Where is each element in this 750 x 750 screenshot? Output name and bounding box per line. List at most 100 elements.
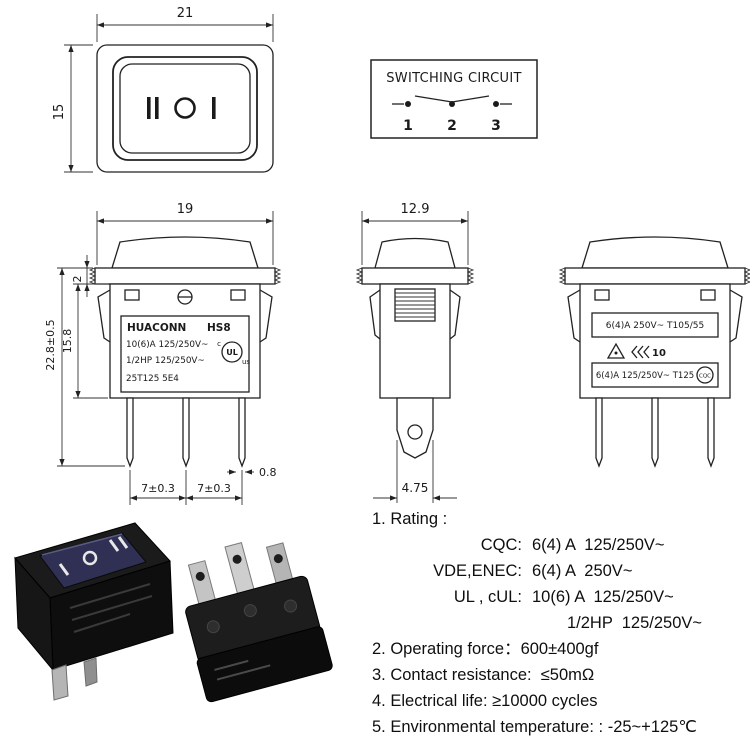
dim-body-15-8: 15.8 xyxy=(61,284,108,399)
svg-text:10: 10 xyxy=(652,348,666,359)
switching-circuit-diagram: SWITCHING CIRCUIT 1 2 3 xyxy=(370,59,538,139)
dim-terminal-4-75: 4.75 xyxy=(373,440,457,503)
spec-rating-row: UL , cUL: 10(6) A 125/250V~ xyxy=(372,584,748,610)
rating-value: 10(6) A 125/250V~ xyxy=(532,588,674,606)
snap-in-wings-back xyxy=(567,289,743,343)
rating-label xyxy=(372,610,522,636)
product-label: HUACONN HS8 10(6)A 125/250V~ 1/2HP 125/2… xyxy=(120,315,250,393)
spec-item-operating-force: 2. Operating force：600±400gf xyxy=(372,640,599,658)
dim-total-22-8: 22.8±0.5 xyxy=(44,268,125,467)
switch-top-face xyxy=(96,44,274,173)
circuit-contacts xyxy=(392,95,512,107)
dim-label-12-9: 12.9 xyxy=(401,202,430,217)
certification-label: 6(4)A 250V~ T105/55 10 6(4)A 125/250V~ T… xyxy=(591,312,719,388)
rocker-actuator-side xyxy=(374,237,456,269)
position-marking-I-icon xyxy=(212,97,216,119)
spec-item-electrical-life: 4. Electrical life: ≥10000 cycles xyxy=(372,692,598,710)
circuit-box xyxy=(370,59,538,139)
model-label: HS8 xyxy=(207,322,231,334)
switch-body-side xyxy=(379,283,451,399)
spec-item-environmental-temperature: 5. Environmental temperature: : -25~+125… xyxy=(372,718,697,736)
mounting-flange-back xyxy=(558,267,750,285)
rating-line-1: 10(6)A 125/250V~ xyxy=(126,340,208,350)
terminal-3-label: 3 xyxy=(491,118,501,134)
terminal-hole xyxy=(407,424,423,440)
snap-in-wings-side xyxy=(369,289,461,340)
spec-rating-row: VDE,ENEC: 6(4) A 250V~ xyxy=(372,558,748,584)
marking-O xyxy=(82,550,98,566)
dim-label-pitch-right: 7±0.3 xyxy=(197,482,231,495)
brand-label: HUACONN xyxy=(127,322,186,334)
svg-text:CQC: CQC xyxy=(699,374,711,380)
dim-width-19: 19 xyxy=(96,202,274,265)
rocker-actuator-back xyxy=(581,236,729,269)
front-view-drawing: 19 HUACONN HS8 10(6)A 125/250V~ 1/2H xyxy=(44,202,282,505)
side-view-drawing: 12.9 xyxy=(355,202,475,503)
product-photos xyxy=(14,522,333,703)
terminal-1-label: 1 xyxy=(403,118,413,134)
dim-label-pitch-left: 7±0.3 xyxy=(141,482,175,495)
rocker-actuator xyxy=(111,236,259,269)
dim-width-21: 21 xyxy=(96,6,274,42)
terminal-2-label: 2 xyxy=(447,118,457,134)
back-view-drawing: 6(4)A 250V~ T105/55 10 6(4)A 125/250V~ T… xyxy=(558,236,750,468)
rating-value: 6(4) A 250V~ xyxy=(532,562,633,580)
dim-label-15: 15 xyxy=(52,104,67,121)
photo-terminal-1 xyxy=(51,664,69,701)
cqc-certification-icon: CQC xyxy=(696,366,714,384)
terminal-slots xyxy=(124,289,246,305)
code-line: 25T125 5E4 xyxy=(126,374,179,384)
marking-II-a xyxy=(108,539,120,552)
rating-value: 1/2HP 125/250V~ xyxy=(567,614,703,632)
rating-line-2: 1/2HP 125/250V~ xyxy=(126,356,205,366)
spec-rating-row: CQC: 6(4) A 125/250V~ xyxy=(372,532,748,558)
svg-text:UL: UL xyxy=(226,348,238,357)
dim-label-2: 2 xyxy=(71,276,84,283)
ul-certification-icon: UL c us xyxy=(217,340,250,366)
dim-label-21: 21 xyxy=(177,6,194,21)
spec-rating-title: 1. Rating : xyxy=(372,510,448,528)
mounting-flange-side xyxy=(355,267,475,285)
mounting-flange xyxy=(88,267,282,285)
rating-label: CQC: xyxy=(480,536,522,554)
vde-triangle-icon xyxy=(606,342,626,359)
enec-mark-icon: 10 xyxy=(631,345,666,359)
back-rating-bottom: 6(4)A 125/250V~ T125 xyxy=(596,371,694,381)
terminal-pins xyxy=(126,397,246,468)
dim-height-15: 15 xyxy=(52,44,93,173)
photo-terminal-2 xyxy=(83,657,98,687)
spec-item-contact-resistance: 3. Contact resistance: ≤50mΩ xyxy=(372,666,595,684)
rating-label: VDE,ENEC: xyxy=(433,562,522,580)
svg-text:c: c xyxy=(217,340,221,348)
rating-value: 6(4) A 125/250V~ xyxy=(532,536,665,554)
svg-text:us: us xyxy=(242,358,250,366)
marking-I xyxy=(58,563,70,576)
dim-pin-thickness: 0.8 xyxy=(227,466,277,479)
dim-width-12-9: 12.9 xyxy=(361,202,469,265)
dim-label-15-8: 15.8 xyxy=(61,329,74,354)
product-photo-terminals xyxy=(185,541,333,703)
switch-body xyxy=(109,283,261,399)
dim-pin-pitch: 7±0.3 7±0.3 xyxy=(129,470,243,505)
position-marking-O-icon xyxy=(174,97,196,119)
specifications-block: 1. Rating : CQC: 6(4) A 125/250V~ VDE,EN… xyxy=(372,506,748,740)
dim-label-19: 19 xyxy=(177,202,194,217)
circuit-title: SWITCHING CIRCUIT xyxy=(386,71,522,86)
ribbed-section xyxy=(394,288,436,322)
switch-body-back xyxy=(579,283,731,399)
terminal-pins-back xyxy=(595,397,715,468)
product-photo-angled xyxy=(14,522,174,701)
dim-label-0-8: 0.8 xyxy=(259,466,277,479)
terminal-slots-back xyxy=(594,289,716,301)
dim-label-22-8: 22.8±0.5 xyxy=(44,319,57,370)
top-view-drawing: 21 15 xyxy=(52,6,274,173)
marking-II-b xyxy=(117,536,129,549)
dim-label-4-75: 4.75 xyxy=(402,481,429,495)
back-rating-top: 6(4)A 250V~ T105/55 xyxy=(606,321,704,331)
flat-terminal xyxy=(396,397,434,459)
snap-in-wings xyxy=(97,289,273,343)
photo2-terminal-2 xyxy=(224,541,255,596)
position-marking-II-icon xyxy=(147,97,159,119)
rating-label: UL , cUL: xyxy=(453,588,522,606)
